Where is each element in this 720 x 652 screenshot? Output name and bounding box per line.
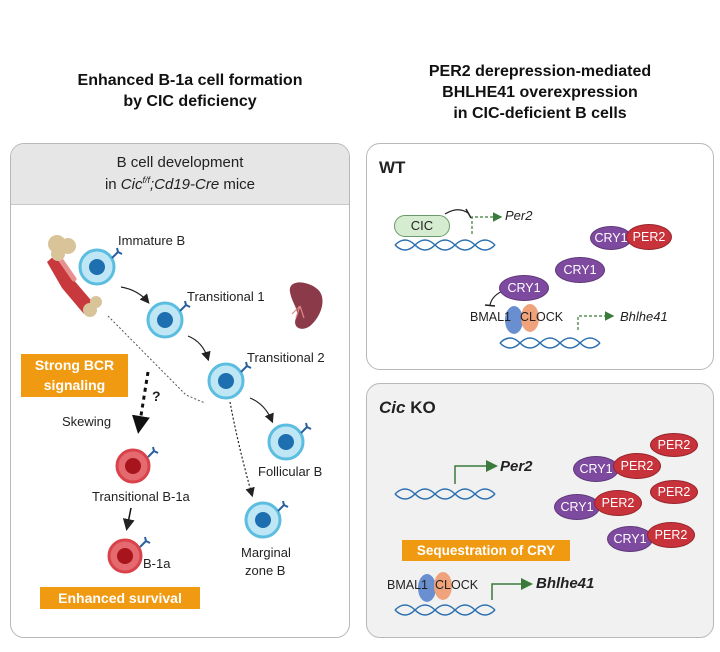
label-follicular-b: Follicular B xyxy=(258,464,323,479)
wt-panel xyxy=(366,143,714,370)
wt-bmal1-protein xyxy=(505,306,523,334)
ko-per2-free-1: PER2 xyxy=(650,433,698,457)
ko-per2-2: PER2 xyxy=(594,490,642,516)
arrow-t2-follicular xyxy=(249,397,274,424)
label-transitional-b1a: Transitional B-1a xyxy=(92,489,190,504)
arrow-t2-marginal xyxy=(229,401,255,498)
sequestration-badge: Sequestration of CRY xyxy=(402,540,570,561)
header-line2: in Cicf/f;Cd19-Cre mice xyxy=(11,175,349,193)
cell-immature xyxy=(78,247,123,286)
cic-inhibit-line xyxy=(444,209,469,215)
ko-per2-free-2: PER2 xyxy=(650,480,698,504)
right-title: PER2 derepression-mediated BHLHE41 overe… xyxy=(365,61,715,124)
left-title: Enhanced B-1a cell formation by CIC defi… xyxy=(20,70,360,112)
wt-per2-arrow xyxy=(471,212,503,234)
right-title-line2: BHLHE41 overexpression xyxy=(442,84,638,101)
header-sup: f/f xyxy=(142,175,150,185)
ko-bhlhe41-arrow xyxy=(491,578,533,600)
right-title-line1: PER2 derepression-mediated xyxy=(428,63,652,80)
ko-bhlhe41-gene: Bhlhe41 xyxy=(536,575,595,592)
wt-per2-complex: PER2 xyxy=(626,224,672,250)
dna-ko-bmal xyxy=(394,604,496,616)
skewing-arrow xyxy=(132,371,150,434)
ko-clock-label: CLOCK xyxy=(435,578,479,592)
ko-bmal1-protein xyxy=(418,574,436,602)
header-line1: B cell development xyxy=(116,154,244,171)
ko-cry1-2: CRY1 xyxy=(554,494,600,520)
ko-per2-arrow xyxy=(454,460,498,484)
dna-wt-cic xyxy=(394,239,496,251)
header-gene: Cic xyxy=(120,176,143,193)
wt-per2-gene: Per2 xyxy=(505,208,533,223)
ko-heading-suffix: KO xyxy=(405,398,436,417)
wt-cry1-complex: CRY1 xyxy=(590,226,632,250)
wt-bhlhe41-gene: Bhlhe41 xyxy=(620,309,668,324)
wt-cry1-bound: CRY1 xyxy=(499,275,549,301)
right-title-line3: in CIC-deficient B cells xyxy=(453,105,627,122)
dna-wt-bmal xyxy=(499,337,601,349)
label-zone-b: zone B xyxy=(245,563,286,578)
cell-transitional-b1a xyxy=(115,446,159,484)
label-question: ? xyxy=(152,388,161,404)
ko-cry1-1: CRY1 xyxy=(573,456,619,482)
strong-bcr-line1: Strong BCR xyxy=(34,357,115,373)
bone-icon xyxy=(47,235,102,317)
ko-per2-3: PER2 xyxy=(647,522,695,548)
wt-clock-label: CLOCK xyxy=(520,310,564,324)
ko-per2-gene: Per2 xyxy=(500,458,533,475)
dotted-boundary xyxy=(107,315,206,404)
label-skewing: Skewing xyxy=(62,414,112,429)
left-title-line1: Enhanced B-1a cell formation xyxy=(77,72,303,89)
ko-heading-gene: Cic xyxy=(379,398,406,417)
ko-bmal1-label: BMAL1 xyxy=(387,578,428,592)
strong-bcr-line2: signaling xyxy=(43,377,106,393)
wt-cry1-free: CRY1 xyxy=(555,257,605,283)
cell-transitional2 xyxy=(207,361,252,400)
header-cre: Cd19-Cre xyxy=(154,176,220,193)
ko-per2-1: PER2 xyxy=(613,453,661,479)
cell-follicular xyxy=(267,422,312,461)
label-immature-b: Immature B xyxy=(118,233,186,248)
header-sep: ; xyxy=(149,176,155,193)
wt-heading: WT xyxy=(379,158,406,177)
cell-marginal-zone xyxy=(244,500,289,539)
arrow-t1-t2 xyxy=(187,335,211,362)
label-transitional-1: Transitional 1 xyxy=(187,289,265,304)
wt-bmal1-label: BMAL1 xyxy=(470,310,511,324)
dna-ko-per2 xyxy=(394,488,496,500)
header-prefix: in xyxy=(104,176,121,193)
left-panel-header: B cell development in Cicf/f;Cd19-Cre mi… xyxy=(11,144,349,205)
label-b1a: B-1a xyxy=(143,556,171,571)
cic-protein: CIC xyxy=(394,215,450,237)
wt-clock-protein xyxy=(521,304,539,332)
label-transitional-2: Transitional 2 xyxy=(247,350,325,365)
ko-cry1-3: CRY1 xyxy=(607,526,653,552)
arrow-tb1a-b1a xyxy=(122,507,135,531)
cell-transitional1 xyxy=(146,300,191,339)
spleen-icon xyxy=(289,282,323,329)
arrow-immature-t1 xyxy=(120,286,150,304)
label-marginal: Marginal xyxy=(241,545,291,560)
cell-b1a xyxy=(107,536,151,574)
wt-bhlhe41-arrow xyxy=(577,311,615,330)
enhanced-survival-badge: Enhanced survival xyxy=(40,587,200,609)
left-title-line2: by CIC deficiency xyxy=(123,93,257,110)
header-suffix: mice xyxy=(219,176,256,193)
ko-heading: Cic KO xyxy=(379,398,436,418)
ko-clock-protein xyxy=(434,572,452,600)
strong-bcr-badge: Strong BCR signaling xyxy=(21,354,128,397)
